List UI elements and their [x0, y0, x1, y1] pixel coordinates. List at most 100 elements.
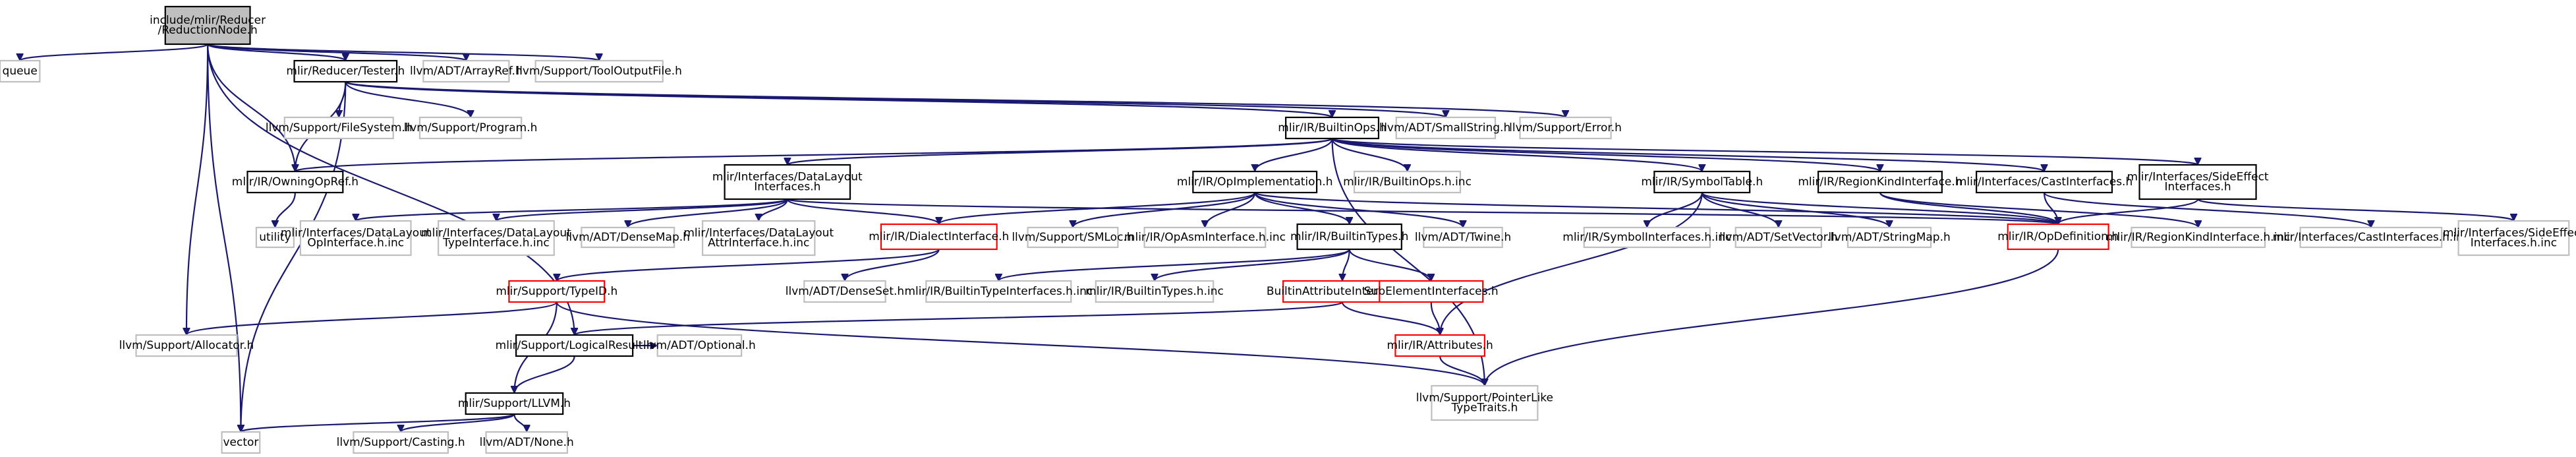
node-label: llvm/Support/FileSystem.h: [266, 121, 413, 135]
node-dltypeinc[interactable]: mlir/Interfaces/DataLayoutTypeInterface.…: [421, 220, 571, 257]
node-denseset[interactable]: llvm/ADT/DenseSet.h: [786, 280, 904, 303]
node-builtinops[interactable]: mlir/IR/BuiltinOps.h: [1278, 116, 1387, 140]
node-label: mlir/Interfaces/SideEffect: [2127, 171, 2268, 184]
node-error[interactable]: llvm/Support/Error.h: [1509, 116, 1622, 140]
edge-opimpl-to-opasminc: [1205, 192, 1256, 228]
node-queue[interactable]: queue: [0, 59, 41, 83]
node-none[interactable]: llvm/ADT/None.h: [480, 431, 574, 454]
node-program[interactable]: llvm/Support/Program.h: [404, 116, 538, 140]
node-opdefinition[interactable]: mlir/IR/OpDefinition.h: [1997, 223, 2119, 251]
node-box: [255, 226, 295, 249]
node-builtintypesinc[interactable]: mlir/IR/BuiltinTypes.h.inc: [1085, 280, 1224, 303]
node-filesystem[interactable]: llvm/Support/FileSystem.h: [266, 116, 413, 140]
node-label: mlir/Interfaces/DataLayout: [421, 227, 571, 240]
node-box: [1431, 384, 1539, 421]
node-tooloutput[interactable]: llvm/Support/ToolOutputFile.h: [516, 59, 682, 83]
node-symbolinc[interactable]: mlir/IR/SymbolInterfaces.h.inc: [1562, 226, 1731, 249]
node-regionkindinc[interactable]: mlir/IR/RegionKindInterface.h.inc: [2106, 226, 2290, 249]
node-utility[interactable]: utility: [255, 226, 295, 249]
edge-dialectinterface-to-typeid: [557, 248, 940, 282]
node-label: mlir/IR/RegionKindInterface.h.inc: [2106, 231, 2290, 244]
edge-dlinterfaces-to-dltypeinc: [496, 198, 788, 222]
node-box: [1285, 116, 1380, 140]
node-box: [880, 223, 998, 251]
node-label: mlir/IR/OpDefinition.h: [1997, 230, 2119, 243]
node-builtintypes[interactable]: mlir/IR/BuiltinTypes.h: [1290, 223, 1408, 251]
node-label: SubElementInterfaces.h: [1364, 285, 1499, 298]
node-label: llvm/ADT/ArrayRef.h: [410, 65, 523, 78]
node-smloc[interactable]: llvm/Support/SMLoc.h: [1012, 226, 1134, 249]
node-builtinopsinc[interactable]: mlir/IR/BuiltinOps.h.inc: [1343, 170, 1472, 194]
node-llvmh[interactable]: mlir/Support/LLVM.h: [458, 392, 571, 415]
node-subelement[interactable]: SubElementInterfaces.h: [1364, 280, 1499, 303]
node-tester[interactable]: mlir/Reducer/Tester.h: [286, 59, 405, 83]
node-label: vector: [223, 436, 258, 449]
node-label: mlir/Interfaces/DataLayout: [281, 227, 431, 240]
node-setvector[interactable]: llvm/ADT/SetVector.h: [1719, 226, 1837, 249]
edge-builtinops-to-builtinopsinc: [1331, 138, 1408, 172]
edge-root-to-tooloutput: [207, 43, 599, 62]
node-typeid[interactable]: mlir/Support/TypeID.h: [496, 280, 617, 303]
node-label: include/mlir/Reducer: [150, 14, 266, 27]
edge-llvmh-to-vector: [241, 413, 515, 433]
node-label: Interfaces.h: [754, 181, 820, 194]
node-castinc[interactable]: mlir/Interfaces/CastInterfaces.h.inc: [2273, 226, 2470, 249]
edge-dlinterfaces-to-opdefinition: [786, 198, 2058, 226]
node-label: mlir/IR/BuiltinTypes.h.inc: [1085, 285, 1224, 298]
node-allocator[interactable]: llvm/Support/Allocator.h: [119, 334, 254, 357]
node-vector[interactable]: vector: [221, 431, 261, 454]
node-casting[interactable]: llvm/Support/Casting.h: [337, 431, 465, 454]
edge-logicalresult-to-llvmh: [514, 355, 575, 394]
node-sideeffectinc[interactable]: mlir/Interfaces/SideEffectInterfaces.h.i…: [2443, 220, 2576, 257]
node-builtintypeinc[interactable]: mlir/IR/BuiltinTypeInterfaces.h.inc: [904, 280, 1093, 303]
node-box: [2299, 226, 2443, 249]
node-opimpl[interactable]: mlir/IR/OpImplementation.h: [1177, 170, 1333, 194]
node-label: llvm/ADT/Twine.h: [1415, 231, 1511, 244]
edge-llvmh-to-casting: [401, 413, 515, 433]
node-label: llvm/Support/ToolOutputFile.h: [516, 65, 681, 78]
node-box: [246, 170, 344, 194]
dependency-edges: [20, 43, 2513, 433]
node-castinterfaces[interactable]: mlir/Interfaces/CastInterfaces.h: [1956, 170, 2132, 194]
edge-opimpl-to-twine: [1254, 192, 1463, 228]
node-dlattrinc[interactable]: mlir/Interfaces/DataLayoutAttrInterface.…: [683, 220, 834, 257]
node-twine[interactable]: llvm/ADT/Twine.h: [1415, 226, 1511, 249]
node-opasminc[interactable]: mlir/IR/OpAsmInterface.h.inc: [1124, 226, 1286, 249]
node-label: mlir/IR/BuiltinOps.h: [1278, 121, 1387, 135]
node-label: mlir/Interfaces/SideEffect: [2443, 227, 2576, 240]
edge-tester-to-program: [345, 81, 471, 118]
node-optional[interactable]: llvm/ADT/Optional.h: [643, 334, 756, 357]
node-dialectinterface[interactable]: mlir/IR/DialectInterface.h: [869, 223, 1009, 251]
node-label: llvm/Support/PointerLike: [1416, 392, 1553, 405]
edge-root-to-allocator: [186, 44, 209, 335]
node-root[interactable]: include/mlir/Reducer/ReductionNode.h: [150, 5, 266, 46]
node-densemap[interactable]: llvm/ADT/DenseMap.h: [566, 226, 690, 249]
node-regionkind[interactable]: mlir/IR/RegionKindInterface.h: [1798, 170, 1962, 194]
node-logicalresult[interactable]: mlir/Support/LogicalResult.h: [496, 334, 654, 357]
node-label: mlir/Reducer/Tester.h: [286, 65, 405, 78]
node-stringmap[interactable]: llvm/ADT/StringMap.h: [1828, 226, 1951, 249]
node-dlopinc[interactable]: mlir/Interfaces/DataLayoutOpInterface.h.…: [281, 220, 431, 257]
node-label: llvm/ADT/None.h: [480, 436, 574, 449]
node-box: [581, 226, 675, 249]
node-box: [803, 280, 886, 303]
node-box: [221, 431, 261, 454]
edge-root-to-tester: [207, 43, 345, 62]
node-smallstring[interactable]: llvm/ADT/SmallString.h: [1381, 116, 1510, 140]
node-arrayref[interactable]: llvm/ADT/ArrayRef.h: [410, 59, 523, 83]
node-symboltable[interactable]: mlir/IR/SymbolTable.h: [1641, 170, 1763, 194]
node-label: mlir/Support/LLVM.h: [458, 397, 571, 410]
node-owningopref[interactable]: mlir/IR/OwningOpRef.h: [232, 170, 358, 194]
node-box: [2007, 223, 2109, 251]
node-box: [2131, 226, 2266, 249]
edge-regionkind-to-regionkindinc: [1879, 191, 2198, 229]
node-label: mlir/IR/OwningOpRef.h: [232, 175, 358, 189]
node-box: [283, 116, 394, 140]
node-attributes[interactable]: mlir/IR/Attributes.h: [1387, 334, 1493, 357]
node-box: [1192, 170, 1318, 194]
node-box: [438, 220, 555, 257]
edge-owningopref-to-utility: [275, 192, 296, 228]
